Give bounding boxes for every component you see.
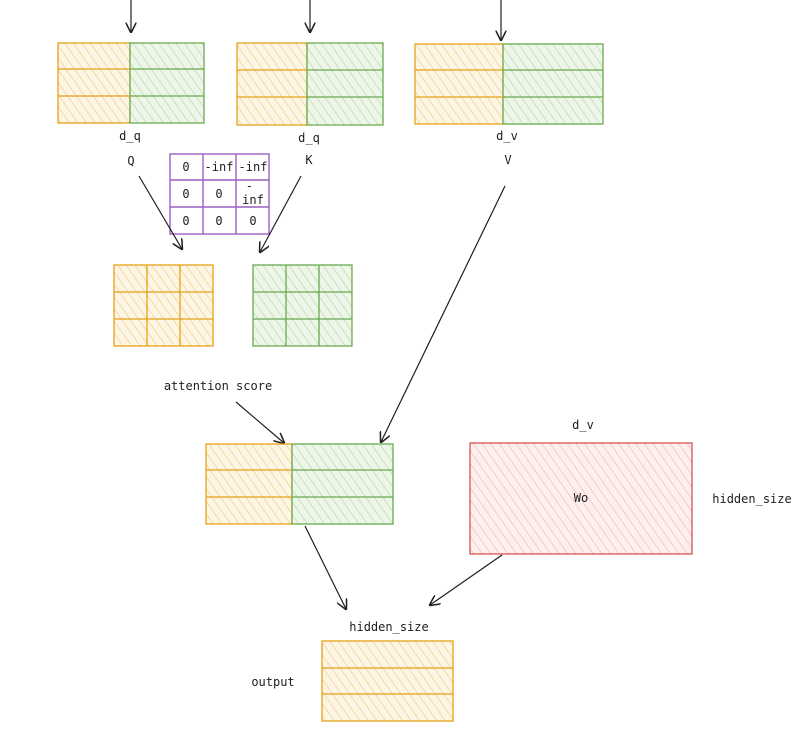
mask-cell-3: 0: [182, 187, 189, 201]
k-matrix: [236, 42, 384, 126]
output-label: output: [251, 675, 294, 689]
output-top-label: hidden_size: [349, 620, 428, 634]
mask-matrix: [169, 153, 270, 235]
mask-cell-6: 0: [182, 214, 189, 228]
arrow-score-to-weighted-v: [235, 401, 284, 443]
attention-score-label: attention score: [164, 379, 272, 393]
mask-cell-5: - inf: [242, 179, 264, 207]
wo-label: Wo: [574, 491, 588, 505]
mask-cell-0: 0: [182, 160, 189, 174]
mask-cell-4: 0: [215, 187, 222, 201]
weighted-v-matrix: [205, 443, 394, 525]
k-dim-label: d_q: [298, 131, 320, 145]
mask-cell-5-line-1: -: [246, 179, 253, 193]
arrow-q-to-scores: [138, 175, 182, 249]
q-label: Q: [127, 154, 134, 168]
mask-cell-5-line-2: inf: [242, 193, 264, 207]
wo-top-label: d_v: [572, 418, 594, 432]
wo-matrix: [469, 442, 693, 555]
v-dim-label: d_v: [496, 129, 518, 143]
mask-cell-2: -inf: [239, 160, 268, 174]
score-grid-yellow: [113, 264, 214, 347]
output-matrix: [321, 640, 454, 722]
arrow-v-to-weighted-v: [381, 185, 506, 442]
mask-cell-1: -inf: [205, 160, 234, 174]
arrow-weighted-v-to-output: [304, 525, 346, 609]
arrow-k-to-scores: [260, 175, 302, 252]
q-matrix: [57, 42, 205, 124]
wo-side-label: hidden_size: [712, 492, 791, 506]
mask-cell-7: 0: [215, 214, 222, 228]
score-grid-green: [252, 264, 353, 347]
v-matrix: [414, 43, 604, 125]
arrow-wo-to-output: [430, 554, 503, 605]
q-dim-label: d_q: [119, 129, 141, 143]
mask-cell-8: 0: [249, 214, 256, 228]
k-label: K: [305, 153, 313, 167]
v-label: V: [504, 153, 511, 167]
